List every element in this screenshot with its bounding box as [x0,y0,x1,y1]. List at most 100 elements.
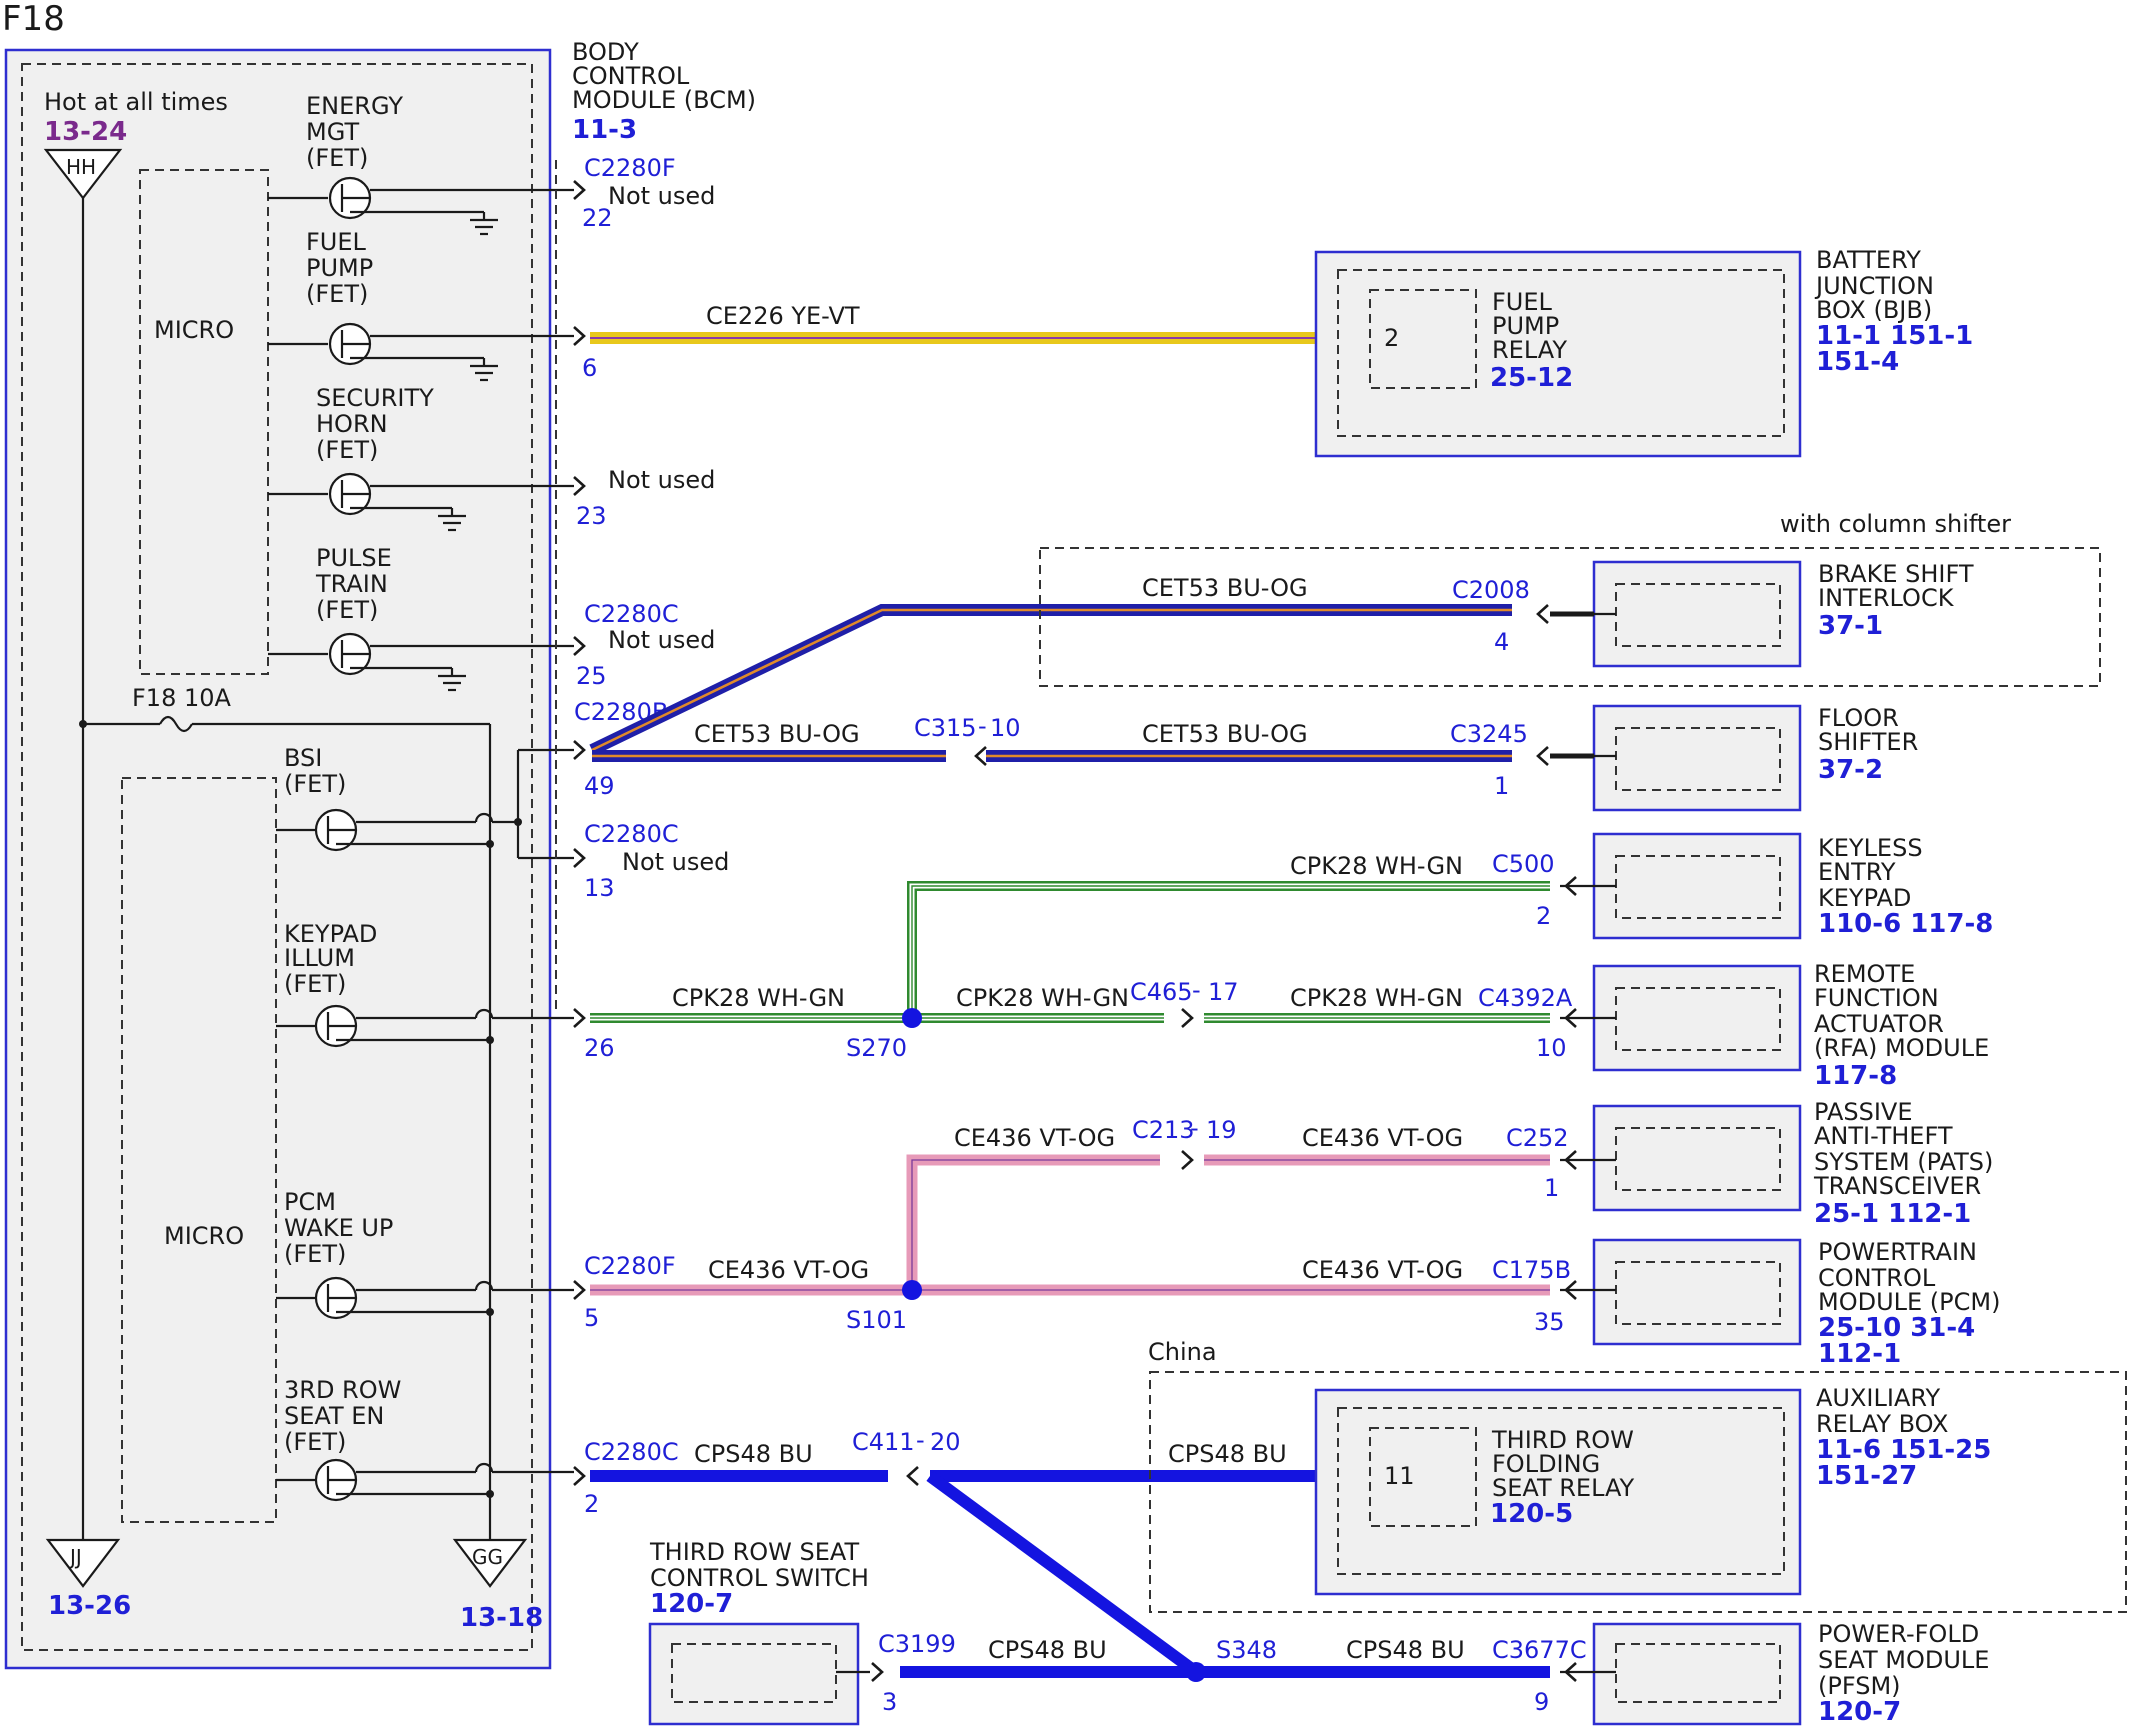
svg-text:FUEL: FUEL [1492,288,1553,316]
fuel-pump-relay-ref: 25-12 [1490,363,1573,393]
wire-ce436-pats-left-label: CE436 VT-OG [954,1124,1115,1152]
svg-text:PCM: PCM [284,1188,336,1216]
svg-text:(FET): (FET) [306,280,368,308]
micro-upper-block [139,169,269,675]
fuel-pump-relay-block [1369,289,1477,389]
fet-bsi: BSI (FET) [276,744,518,852]
connector-chevron-icon [573,636,586,656]
svg-text:SEAT EN: SEAT EN [284,1402,384,1430]
wire-cet53-floor-a-label: CET53 BU-OG [694,720,860,748]
pin-25-number: 25 [576,662,607,690]
switch-chevron-icon [871,1662,884,1682]
wire-cet53-brake-label: CET53 BU-OG [1142,574,1308,602]
pin-22-note: Not used [608,182,715,210]
svg-text:HH: HH [66,155,96,179]
inline-c213-chevron-icon [1181,1150,1194,1170]
fet-pulse-train: PULSE TRAIN (FET) [268,544,574,692]
gg-ref: 13-18 [460,1603,543,1633]
pin-22-number: 22 [582,204,613,232]
wire-cps48-switch-label: CPS48 BU [988,1636,1107,1664]
wire-ce436-bcm-label: CE436 VT-OG [708,1256,869,1284]
svg-text:REMOTE: REMOTE [1814,960,1915,988]
svg-text:-: - [916,1426,925,1454]
pcm-connector: C175B [1492,1256,1571,1284]
svg-text:THIRD ROW SEAT: THIRD ROW SEAT [649,1538,859,1566]
svg-text:-: - [1192,976,1201,1004]
fuse-icon [159,715,193,733]
pin-2-number: 2 [584,1490,599,1518]
svg-text:3RD ROW: 3RD ROW [284,1376,401,1404]
rfa-pin: 10 [1536,1034,1567,1062]
bcm-ref: 11-3 [572,115,637,145]
wire-cpk28-mid-label: CPK28 WH-GN [956,984,1129,1012]
pats-transceiver-box [1592,1104,1802,1212]
pin-23-note: Not used [608,466,715,494]
pin-c2280c-13-connector: C2280C [584,820,679,848]
page-title: F18 [2,0,65,39]
connector-chevron-icon [573,848,586,868]
svg-text:ENTRY: ENTRY [1818,858,1896,886]
connector-chevron-icon [1536,604,1549,624]
svg-text:ILLUM: ILLUM [284,944,355,972]
pin-23-number: 23 [576,502,607,530]
svg-text:(FET): (FET) [316,436,378,464]
floor-shifter-box [1592,704,1802,812]
fet-3rd-row-seat-en: 3RD ROW SEAT EN (FET) [276,1376,574,1502]
keyless-connector: C500 [1492,850,1555,878]
pfsm-pin: 9 [1534,1688,1549,1716]
inline-c465-pin: 17 [1208,978,1239,1006]
svg-text:BSI: BSI [284,744,322,772]
column-shifter-note: with column shifter [1780,510,2011,538]
pin-13-number: 13 [584,874,615,902]
svg-text:AUXILIARY: AUXILIARY [1816,1384,1941,1412]
floor-connector: C3245 [1450,720,1528,748]
splice-s270-label: S270 [846,1034,907,1062]
inline-connector-arrows [871,746,1194,1682]
aux-ref-2: 151-27 [1816,1461,1917,1491]
connector-chevron-icon [573,326,586,346]
svg-text:HORN: HORN [316,410,388,438]
svg-text:CONTROL: CONTROL [1818,1264,1936,1292]
svg-text:JUNCTION: JUNCTION [1814,272,1934,300]
bjb-ref-1: 11-1 151-1 [1816,321,1973,351]
brake-connector: C2008 [1452,576,1530,604]
pin-13-note: Not used [622,848,729,876]
micro-lower-label: MICRO [164,1222,244,1250]
splice-s101-icon [902,1280,922,1300]
connector-chevron-icon [573,180,586,200]
rfa-connector: C4392A [1478,984,1573,1012]
rfa-module-box [1592,964,1802,1072]
svg-text:-: - [978,712,987,740]
svg-text:SEAT RELAY: SEAT RELAY [1492,1474,1635,1502]
auxiliary-relay-box [1314,1388,1802,1596]
pcm-box [1592,1238,1802,1346]
bcm-connector-arrows [573,180,1577,1682]
svg-text:PASSIVE: PASSIVE [1814,1098,1912,1126]
splice-s101-label: S101 [846,1306,907,1334]
bcm-box [4,48,552,1670]
svg-text:(PFSM): (PFSM) [1818,1672,1901,1700]
pin-5-number: 5 [584,1304,599,1332]
svg-text:GG: GG [472,1545,503,1569]
svg-text:CONTROL SWITCH: CONTROL SWITCH [650,1564,869,1592]
inline-c465-label: C465 [1130,978,1193,1006]
switch-ref: 120-7 [650,1589,733,1619]
wire-cpk28-keyless [907,881,1550,1018]
wire-ce226-label: CE226 YE-VT [706,302,860,330]
aux-pin: 11 [1384,1462,1415,1490]
fet-fuel-pump: FUEL PUMP (FET) [268,228,574,382]
inline-c465-chevron-icon [1181,1008,1194,1028]
svg-text:SHIFTER: SHIFTER [1818,728,1918,756]
svg-text:SYSTEM (PATS): SYSTEM (PATS) [1814,1148,1993,1176]
inline-c411-label: C411 [852,1428,915,1456]
wire-cps48 [590,1470,1550,1678]
pats-connector: C252 [1506,1124,1569,1152]
brake-pin: 4 [1494,628,1509,656]
aux-ref-1: 11-6 151-25 [1816,1435,1991,1465]
pin-25-note: Not used [608,626,715,654]
svg-text:BODY: BODY [572,38,639,66]
keyless-entry-keypad-box [1592,832,1802,940]
svg-text:SEAT MODULE: SEAT MODULE [1818,1646,1989,1674]
china-group [1149,1371,2127,1613]
pin-6-number: 6 [582,354,597,382]
